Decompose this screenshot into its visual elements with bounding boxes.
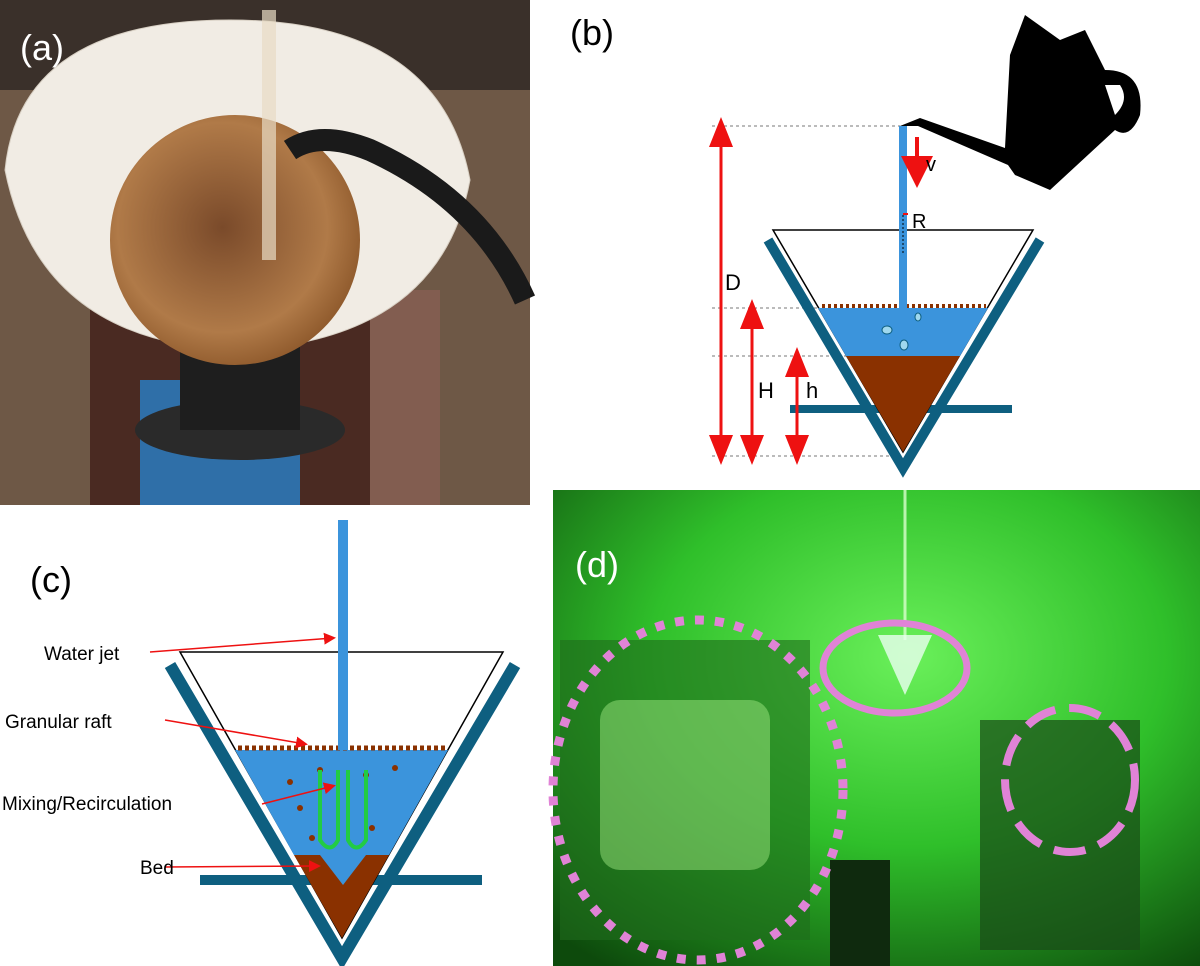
label-bed: Bed — [140, 858, 174, 879]
label-granular-raft: Granular raft — [5, 712, 112, 733]
panel-a-photo: (a) — [0, 0, 536, 505]
panel-d-photo: (d) — [548, 490, 1200, 966]
panel-c-schematic: (c) Water jet Granular raft Mixing/Recir… — [2, 520, 521, 966]
var-v: v — [926, 154, 936, 176]
water-layer — [818, 308, 988, 356]
coffee-bed — [846, 356, 960, 452]
panel-a-label: (a) — [20, 27, 64, 68]
panel-c-label: (c) — [30, 559, 72, 600]
panel-d-label: (d) — [575, 544, 619, 585]
coffee-bed-photo — [110, 115, 360, 365]
bubble — [914, 312, 922, 322]
water-jet — [338, 520, 348, 750]
kettle-icon — [900, 15, 1141, 190]
panel-b-label: (b) — [570, 12, 614, 53]
var-R: R — [912, 211, 926, 233]
annotation-arrows — [149, 632, 336, 873]
highlight-dripper — [819, 619, 971, 717]
coffee-bed — [294, 855, 389, 938]
label-mixing: Mixing/Recirculation — [2, 794, 172, 815]
label-water-jet: Water jet — [44, 644, 120, 665]
var-H: H — [758, 378, 774, 403]
var-D: D — [725, 270, 741, 295]
dripper-holder — [164, 661, 521, 966]
bubble — [881, 325, 893, 335]
kettle-spout-photo — [283, 129, 536, 305]
highlight-camera — [1001, 704, 1139, 856]
dripper-holder — [763, 237, 1045, 478]
highlight-laser — [548, 615, 848, 965]
var-h: h — [806, 378, 818, 403]
recirculation-arrows — [318, 770, 368, 850]
water-layer — [235, 750, 448, 855]
panel-b-schematic: (b) v R D H h — [570, 12, 1141, 478]
bubble — [899, 339, 909, 351]
